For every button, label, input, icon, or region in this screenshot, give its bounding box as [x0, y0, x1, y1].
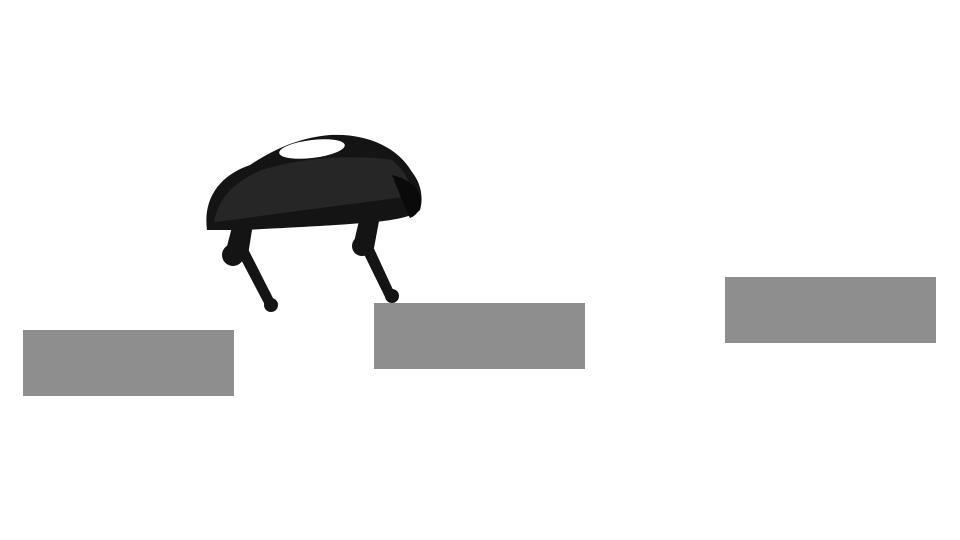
- robot-top-highlight: [279, 139, 345, 159]
- robot-front-foot: [385, 289, 399, 303]
- robot-rear-foot: [264, 298, 278, 312]
- robot-torso-shade: [214, 157, 414, 222]
- platform-right: [725, 277, 936, 343]
- robot-front-shell: [392, 175, 421, 218]
- robot-rear-shin: [236, 247, 275, 307]
- platform-middle: [374, 303, 585, 369]
- robot-front-shin: [360, 240, 395, 299]
- robot-legs: [222, 196, 399, 312]
- platform-left: [23, 330, 234, 396]
- robot-body: [206, 134, 422, 230]
